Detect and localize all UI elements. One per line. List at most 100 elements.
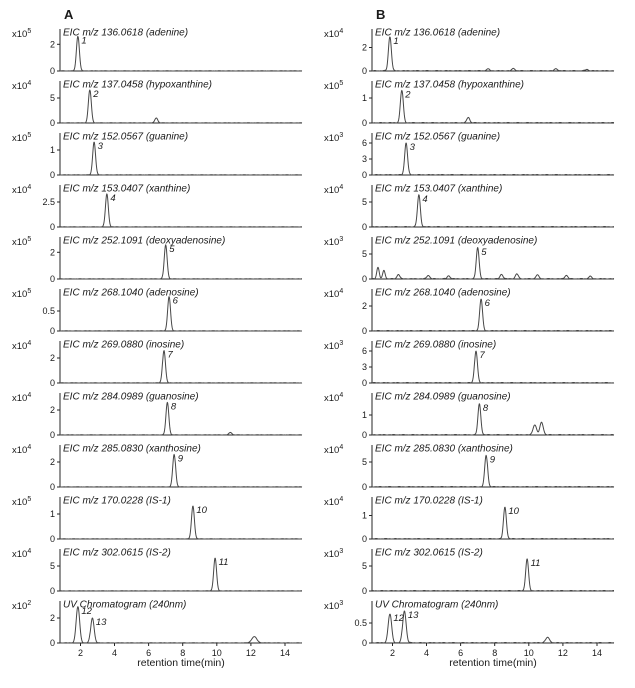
x-tick-label: 2 bbox=[390, 648, 395, 658]
panel-title: EIC m/z 285.0830 (xanthosine) bbox=[375, 444, 513, 455]
y-tick-label: 0 bbox=[50, 586, 55, 596]
x-tick-label: 8 bbox=[180, 648, 185, 658]
panel-title: EIC m/z 252.1091 (deoxyadenosine) bbox=[63, 236, 225, 247]
panel-title: EIC m/z 136.0618 (adenine) bbox=[375, 28, 500, 39]
y-scale-label: x102 bbox=[12, 600, 31, 612]
y-tick-label: 2.5 bbox=[42, 197, 55, 207]
peak-number: 13 bbox=[408, 610, 419, 621]
panel-title: EIC m/z 152.0567 (guanine) bbox=[375, 132, 500, 143]
y-scale-label: x104 bbox=[324, 184, 343, 196]
y-tick-label: 2 bbox=[50, 247, 55, 257]
panel-title: EIC m/z 170.0228 (IS-1) bbox=[63, 496, 171, 507]
panel-title: EIC m/z 152.0567 (guanine) bbox=[63, 132, 188, 143]
chromatogram-trace bbox=[59, 36, 303, 72]
y-tick-label: 5 bbox=[362, 457, 367, 467]
x-tick-label: 6 bbox=[458, 648, 463, 658]
y-tick-label: 2 bbox=[50, 39, 55, 49]
y-tick-label: 0 bbox=[362, 66, 367, 76]
peak-number: 7 bbox=[480, 350, 486, 361]
y-scale-label: x104 bbox=[12, 184, 31, 196]
peak-number: 7 bbox=[168, 350, 174, 361]
y-scale-label: x105 bbox=[12, 288, 31, 300]
y-tick-label: 0 bbox=[362, 638, 367, 648]
y-scale-label: x104 bbox=[324, 392, 343, 404]
y-tick-label: 1 bbox=[50, 145, 55, 155]
panel-title: EIC m/z 284.0989 (guanosine) bbox=[63, 392, 199, 403]
y-tick-label: 0 bbox=[50, 222, 55, 232]
chromatogram-trace bbox=[371, 194, 615, 228]
peak-number: 11 bbox=[219, 557, 229, 568]
chromatogram-trace bbox=[371, 36, 615, 72]
y-scale-label: x104 bbox=[12, 80, 31, 92]
chromatogram-trace bbox=[59, 401, 303, 436]
y-tick-label: 6 bbox=[362, 346, 367, 356]
y-scale-label: x104 bbox=[12, 392, 31, 404]
panel-title: EIC m/z 268.1040 (adenosine) bbox=[375, 288, 511, 299]
y-tick-label: 1 bbox=[50, 509, 55, 519]
chromatogram-trace bbox=[59, 89, 303, 124]
column-a-label: A bbox=[64, 7, 74, 22]
x-axis-title: retention time(min) bbox=[137, 657, 225, 668]
y-tick-label: 0 bbox=[50, 66, 55, 76]
peak-number: 5 bbox=[169, 244, 175, 255]
peak-number: 5 bbox=[481, 247, 487, 258]
y-tick-label: 2 bbox=[50, 353, 55, 363]
y-tick-label: 0 bbox=[50, 638, 55, 648]
panel-title: EIC m/z 269.0880 (inosine) bbox=[63, 340, 184, 351]
chromatogram-trace bbox=[59, 606, 303, 644]
x-tick-label: 14 bbox=[592, 648, 602, 658]
peak-number: 10 bbox=[508, 506, 519, 517]
panel-title: EIC m/z 153.0407 (xanthine) bbox=[375, 184, 502, 195]
chromatogram-trace bbox=[59, 193, 303, 228]
peak-number: 3 bbox=[98, 141, 104, 152]
panel-title: EIC m/z 137.0458 (hypoxanthine) bbox=[375, 80, 524, 91]
y-tick-label: 5 bbox=[50, 93, 55, 103]
panel-title: EIC m/z 302.0615 (IS-2) bbox=[375, 548, 483, 559]
chromatogram-trace bbox=[371, 298, 615, 332]
panel-title: EIC m/z 268.1040 (adenosine) bbox=[63, 288, 199, 299]
y-scale-label: x104 bbox=[324, 496, 343, 508]
panel-title: EIC m/z 302.0615 (IS-2) bbox=[63, 548, 171, 559]
y-scale-label: x104 bbox=[12, 548, 31, 560]
panel-title: EIC m/z 252.1091 (deoxyadenosine) bbox=[375, 236, 537, 247]
panel-title: EIC m/z 153.0407 (xanthine) bbox=[63, 184, 190, 195]
y-tick-label: 0 bbox=[50, 378, 55, 388]
x-tick-label: 4 bbox=[424, 648, 429, 658]
peak-number: 1 bbox=[393, 36, 398, 47]
y-tick-label: 0 bbox=[50, 274, 55, 284]
y-tick-label: 0 bbox=[50, 430, 55, 440]
y-tick-label: 0 bbox=[362, 118, 367, 128]
y-tick-label: 5 bbox=[50, 561, 55, 571]
y-scale-label: x104 bbox=[12, 444, 31, 456]
y-tick-label: 2 bbox=[362, 301, 367, 311]
y-tick-label: 0 bbox=[50, 326, 55, 336]
y-tick-label: 6 bbox=[362, 138, 367, 148]
y-tick-label: 2 bbox=[362, 43, 367, 53]
peak-number: 6 bbox=[485, 298, 491, 309]
y-tick-label: 3 bbox=[362, 154, 367, 164]
y-tick-label: 0 bbox=[50, 534, 55, 544]
y-scale-label: x105 bbox=[12, 236, 31, 248]
y-scale-label: x104 bbox=[12, 340, 31, 352]
x-tick-label: 14 bbox=[280, 648, 290, 658]
chromatogram-trace bbox=[371, 142, 615, 176]
peak-number: 3 bbox=[410, 142, 416, 153]
y-scale-label: x103 bbox=[324, 600, 343, 612]
peak-number: 6 bbox=[173, 296, 179, 307]
peak-number: 11 bbox=[531, 558, 541, 569]
